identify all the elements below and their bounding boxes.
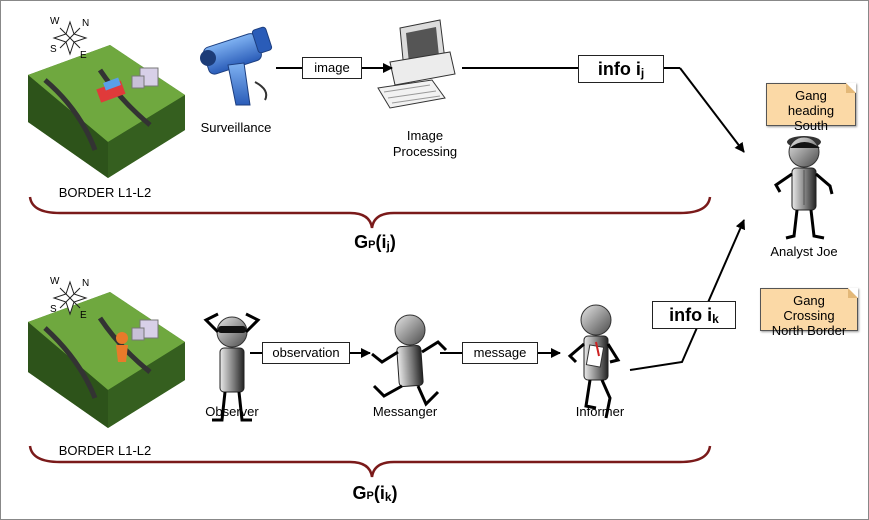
group-top-open: (i	[375, 232, 387, 252]
info-ik-box: info ik	[652, 301, 736, 329]
group-top-g: G	[354, 232, 369, 252]
group-label-top: GP(ij)	[330, 232, 420, 253]
compass-bottom-s: S	[50, 304, 57, 315]
compass-top-w: W	[50, 16, 60, 27]
note-gang-heading-south: Gang heading South	[766, 83, 856, 133]
compass-bottom-e: E	[80, 310, 87, 321]
top-flow-arrows	[276, 63, 745, 153]
compass-bottom-n: N	[82, 278, 90, 289]
observer-label: Observer	[205, 404, 259, 419]
computer-icon	[377, 19, 456, 109]
surveillance-camera-icon	[200, 26, 273, 106]
note-top-line-1: Gang	[795, 88, 827, 103]
group-top-close: )	[389, 232, 396, 252]
compass-bottom-w: W	[50, 276, 60, 287]
compass-top-n: N	[82, 18, 90, 29]
image-processing-label: Image Processing	[385, 128, 465, 160]
messanger-icon	[371, 314, 448, 407]
group-bottom-sub: k	[384, 490, 392, 504]
group-top-p: P	[368, 239, 376, 251]
analyst-joe-icon	[774, 136, 834, 240]
compass-top-s: S	[50, 44, 57, 55]
terrain-bottom	[28, 292, 185, 428]
group-bottom-open: (i	[373, 483, 385, 503]
terrain-top	[28, 45, 185, 178]
compass-top	[52, 20, 88, 56]
surveillance-label: Surveillance	[200, 120, 272, 135]
compass-top-e: E	[80, 50, 87, 61]
info-ik-sub: k	[712, 312, 719, 326]
note-top-line-2: heading	[787, 103, 835, 118]
note-gang-crossing-north-border: Gang Crossing North Border	[760, 288, 858, 338]
note-bottom-line-1: Gang	[793, 293, 825, 308]
info-ij-sub: j	[640, 66, 645, 80]
info-ij-text: info i	[597, 59, 641, 79]
group-top-sub: j	[386, 239, 390, 253]
messanger-label: Messanger	[372, 404, 438, 419]
note-bottom-line-3: North Border	[771, 323, 847, 338]
group-bottom-p: P	[366, 490, 374, 502]
group-label-bottom: GP(ik)	[330, 483, 420, 504]
note-top-line-3: South	[794, 118, 828, 133]
image-edge-label: image	[302, 57, 362, 79]
info-ij-box: info ij	[578, 55, 664, 83]
group-brace-top	[28, 196, 712, 229]
message-edge-label: message	[462, 342, 538, 364]
bottom-flow-arrows	[250, 219, 745, 371]
informer-label: Informer	[575, 404, 625, 419]
compass-bottom	[52, 280, 88, 316]
group-bottom-close: )	[391, 483, 398, 503]
observation-edge-label: observation	[262, 342, 350, 364]
note-bottom-line-2: Crossing	[783, 308, 835, 323]
group-bottom-g: G	[352, 483, 367, 503]
image-processing-line-1: Image	[406, 128, 444, 143]
terrain-top-label: BORDER L1-L2	[58, 185, 152, 200]
group-brace-bottom	[28, 445, 712, 478]
informer-icon	[567, 304, 621, 419]
observer-icon	[203, 312, 261, 422]
info-ik-text: info i	[669, 305, 713, 325]
terrain-bottom-label: BORDER L1-L2	[58, 443, 152, 458]
image-processing-line-2: Processing	[392, 144, 458, 159]
analyst-joe-label: Analyst Joe	[770, 244, 838, 259]
